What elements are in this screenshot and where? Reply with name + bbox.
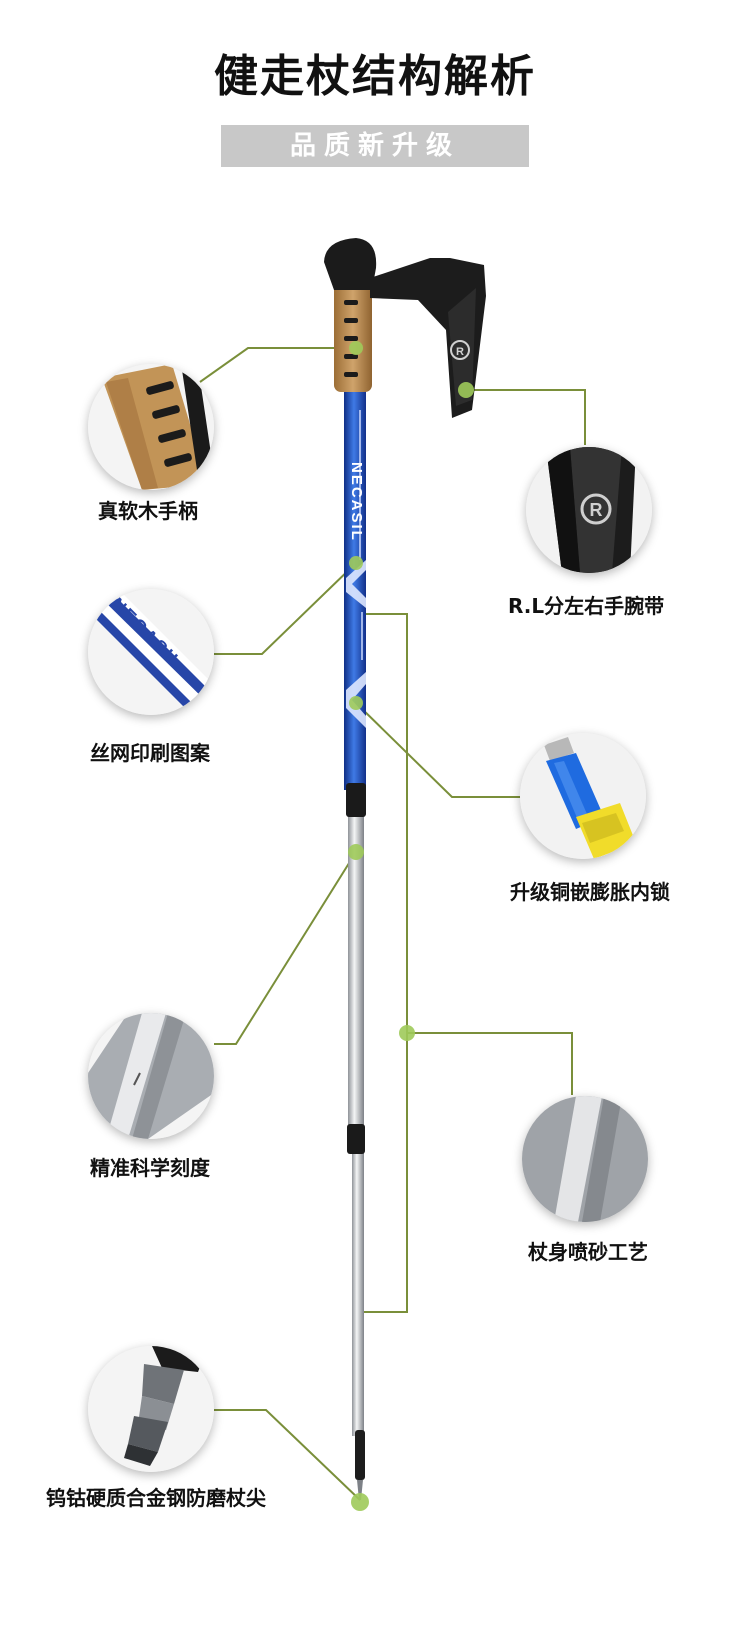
dot-lock <box>349 696 363 710</box>
leader-line-sandblast-branch <box>407 1032 573 1095</box>
lower-lock-collar <box>347 1124 365 1154</box>
print-chevron-2 <box>346 560 366 608</box>
grip-cap <box>324 238 377 290</box>
leader-line-cork <box>199 347 356 383</box>
dot-sandblast <box>399 1025 415 1041</box>
grip-slots <box>344 300 358 377</box>
cork-grip-closeup <box>88 364 214 490</box>
strap-badge-letter: R <box>456 346 464 358</box>
leader-line-print <box>214 562 357 655</box>
wrist-strap-closeup-icon: R <box>526 447 652 573</box>
sandblast-closeup-icon <box>522 1096 648 1222</box>
scale-closeup <box>88 1013 214 1139</box>
label-expansion-lock: 升级铜嵌膨胀内锁 <box>510 880 670 904</box>
leader-line-strap <box>466 389 586 445</box>
label-scale: 精准科学刻度 <box>90 1156 210 1180</box>
label-sandblast: 杖身喷砂工艺 <box>528 1240 648 1264</box>
callout-dots <box>348 341 474 1511</box>
subtitle-text: 品质新升级 <box>289 131 460 161</box>
upper-lock-collar <box>346 783 366 817</box>
dot-strap <box>458 382 474 398</box>
middle-shaft <box>348 812 364 1142</box>
brand-print-text: NECASIL <box>348 462 365 542</box>
cork-grip-closeup-icon <box>88 364 214 490</box>
scale-closeup-icon <box>88 1013 214 1139</box>
print-chevron <box>346 672 366 728</box>
expansion-lock-closeup-icon <box>520 733 646 859</box>
label-cork-grip: 真软木手柄 <box>98 499 198 523</box>
leader-line-sandblast <box>364 613 408 1313</box>
lower-shaft <box>352 1138 364 1436</box>
leader-lines <box>199 347 586 1501</box>
carbide-tip-closeup <box>88 1346 214 1472</box>
label-wrist-strap: R.L分左右手腕带 <box>508 594 665 618</box>
leader-line-tip <box>214 1409 361 1501</box>
dot-scale <box>348 844 364 860</box>
tip-collar <box>355 1430 365 1480</box>
leader-line-lock <box>355 702 522 798</box>
label-carbide-tip: 钨钴硬质合金钢防磨杖尖 <box>46 1486 266 1510</box>
page-title: 健走杖结构解析 <box>214 51 536 102</box>
print-pattern-closeup: NECASIL <box>88 589 214 715</box>
leader-line-scale <box>214 851 357 1045</box>
dot-print <box>349 556 363 570</box>
strap-badge-icon <box>450 340 470 360</box>
wrist-strap-inner <box>448 288 476 406</box>
walking-pole: NECASIL R <box>324 238 486 1500</box>
subtitle-banner: 品质新升级 <box>221 125 529 167</box>
carbide-tip-closeup-icon <box>88 1346 214 1472</box>
wrist-strap-closeup: R <box>526 447 652 573</box>
strap-badge-closeup-letter: R <box>590 500 603 520</box>
sandblast-closeup <box>522 1096 648 1222</box>
label-print-pattern: 丝网印刷图案 <box>90 741 210 765</box>
print-pattern-closeup-icon: NECASIL <box>88 589 214 715</box>
expansion-lock-closeup <box>520 733 646 859</box>
dot-tip <box>351 1493 369 1511</box>
dot-cork <box>349 341 363 355</box>
